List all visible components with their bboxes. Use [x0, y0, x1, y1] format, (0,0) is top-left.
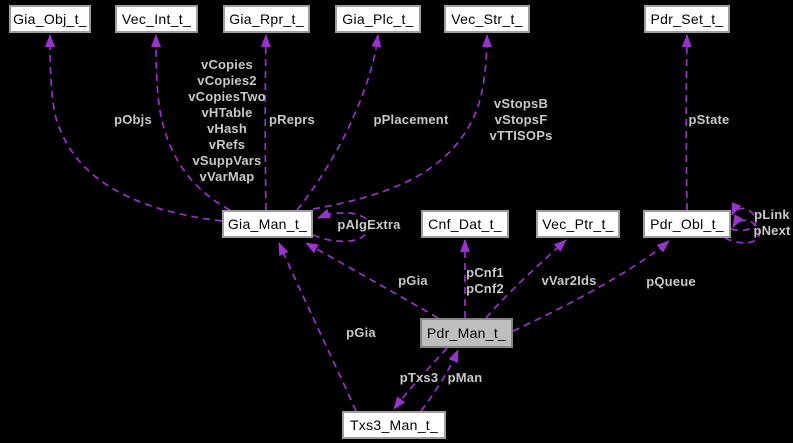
edge-vStops-arrow	[312, 34, 492, 210]
edge-label-vCopies: vCopies vCopies2 vCopiesTwo vHTable vHas…	[188, 57, 266, 184]
class-node-pdr-man-t[interactable]: Pdr_Man_t_	[420, 318, 513, 348]
class-node-vec-str-t[interactable]: Vec_Str_t_	[444, 5, 530, 33]
class-node-txs3-man-t[interactable]: Txs3_Man_t_	[342, 411, 446, 439]
edge-pLink-arrow	[730, 202, 757, 232]
edge-label-pLink: pLink	[754, 207, 790, 222]
edge-label-pGiaTxs3: pGia	[346, 325, 376, 340]
edge-label-pMan: pMan	[447, 370, 483, 385]
class-node-pdr-set-t[interactable]: Pdr_Set_t_	[644, 5, 730, 33]
class-node-vec-ptr-t[interactable]: Vec_Ptr_t_	[536, 210, 620, 238]
edge-label-pGiaPdr: pGia	[398, 273, 428, 288]
edge-label-vVar2Ids: vVar2Ids	[541, 273, 597, 288]
edge-vVar2Ids-arrow	[485, 239, 567, 319]
edge-pState-arrow	[681, 34, 692, 211]
edge-label-pAlgExtra: pAlgExtra	[337, 217, 401, 232]
edge-pNext-arrow	[724, 214, 760, 244]
edge-pQueue-arrow	[512, 240, 670, 332]
edge-label-pObjs: pObjs	[114, 112, 152, 127]
class-node-cnf-dat-t[interactable]: Cnf_Dat_t_	[421, 210, 509, 238]
class-node-pdr-obl-t[interactable]: Pdr_Obl_t_	[643, 210, 731, 238]
edge-label-pQueue: pQueue	[646, 274, 696, 289]
edge-pGiaTxs3-arrow	[278, 242, 357, 412]
edge-pMan-arrow	[420, 349, 459, 412]
edge-pPlacement-arrow	[296, 34, 382, 211]
edge-pGiaPdr-arrow	[305, 242, 439, 319]
class-node-gia-plc-t[interactable]: Gia_Plc_t_	[335, 5, 421, 33]
edge-pReprs-arrow	[260, 34, 271, 211]
edge-label-vStops: vStopsB vStopsF vTTISOPs	[489, 96, 553, 143]
edge-label-pNext: pNext	[753, 223, 791, 238]
edge-label-pTxs3: pTxs3	[399, 370, 439, 385]
class-node-gia-rpr-t[interactable]: Gia_Rpr_t_	[223, 5, 310, 33]
class-node-gia-man-t[interactable]: Gia_Man_t_	[222, 210, 313, 238]
edge-pTxs3-arrow	[393, 347, 448, 410]
class-node-gia-obj-t[interactable]: Gia_Obj_t_	[9, 5, 91, 33]
edge-label-pState: pState	[688, 112, 730, 127]
edge-pObjs-arrow	[45, 34, 223, 222]
edge-pAlgExtra-arrow	[312, 208, 370, 243]
edge-label-pPlacement: pPlacement	[373, 112, 449, 127]
class-node-vec-int-t[interactable]: Vec_Int_t_	[115, 5, 198, 33]
edge-label-pCnf: pCnf1 pCnf2	[466, 265, 504, 296]
edge-label-pReprs: pReprs	[269, 112, 315, 127]
